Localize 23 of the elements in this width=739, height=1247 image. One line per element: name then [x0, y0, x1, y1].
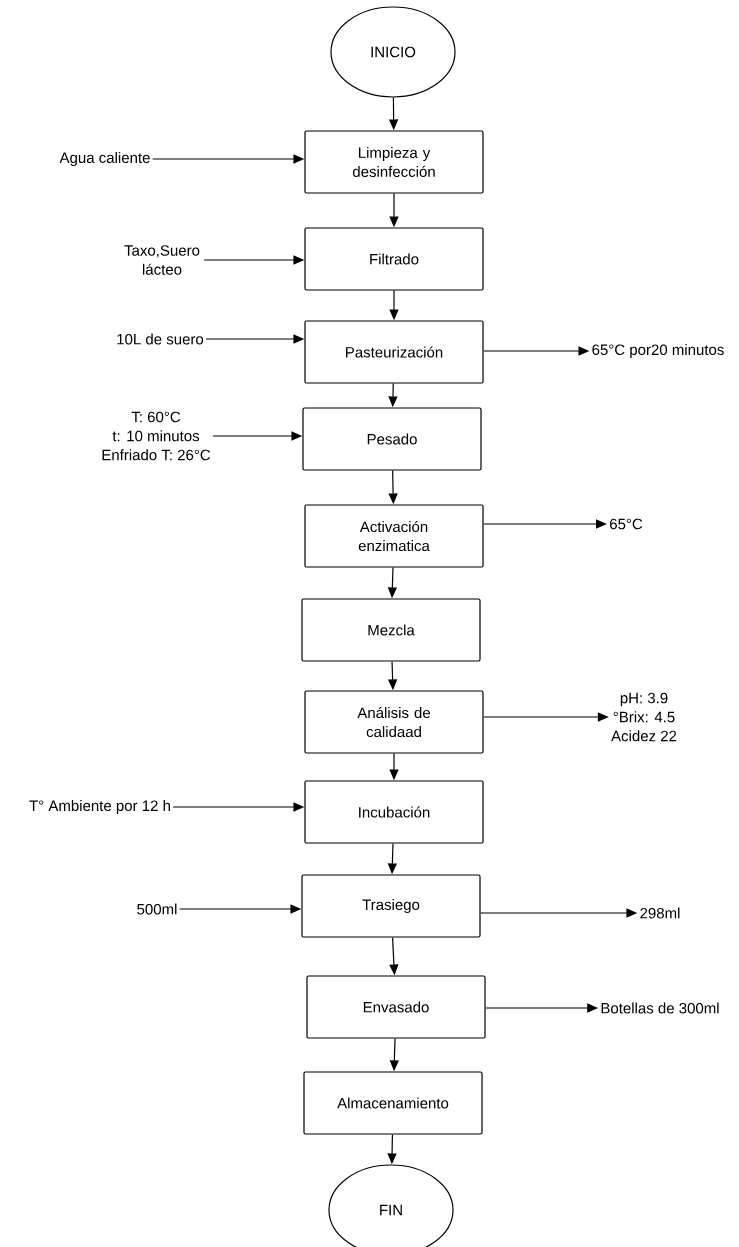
side-note: Agua caliente — [59, 152, 150, 166]
side-note: Taxo,Suero lácteo — [124, 245, 200, 275]
process-box: Pesado — [302, 407, 482, 471]
arrow — [483, 519, 607, 529]
side-note: 65°C — [610, 518, 643, 530]
process-box: Incubación — [304, 780, 484, 844]
side-note: T° Ambiente por 12 h — [29, 800, 170, 814]
process-box: Análisis de calidaad — [304, 690, 484, 754]
side-note: Botellas de 300ml — [601, 1002, 719, 1014]
side-note: 298ml — [640, 907, 680, 919]
process-box: Envasado — [306, 975, 486, 1039]
process-box: Limpieza y desinfección — [304, 130, 484, 194]
process-box: Activación enzimatica — [304, 504, 484, 568]
process-box: Pasteurización — [304, 320, 484, 384]
side-note: 500ml — [137, 903, 177, 915]
process-box: Filtrado — [304, 227, 484, 291]
side-note: 65°C por20 minutos — [592, 344, 724, 358]
side-note: pH: 3.9 °Brix: 4.5 Acidez 22 — [611, 692, 677, 742]
process-box: Mezcla — [301, 598, 481, 662]
process-box: Trasiego — [301, 874, 481, 938]
side-note: 10L de suero — [117, 333, 204, 345]
process-box: Almacenamiento — [303, 1071, 483, 1135]
side-note: T: 60°C t: 10 minutos Enfriado T: 26°C — [102, 411, 211, 461]
